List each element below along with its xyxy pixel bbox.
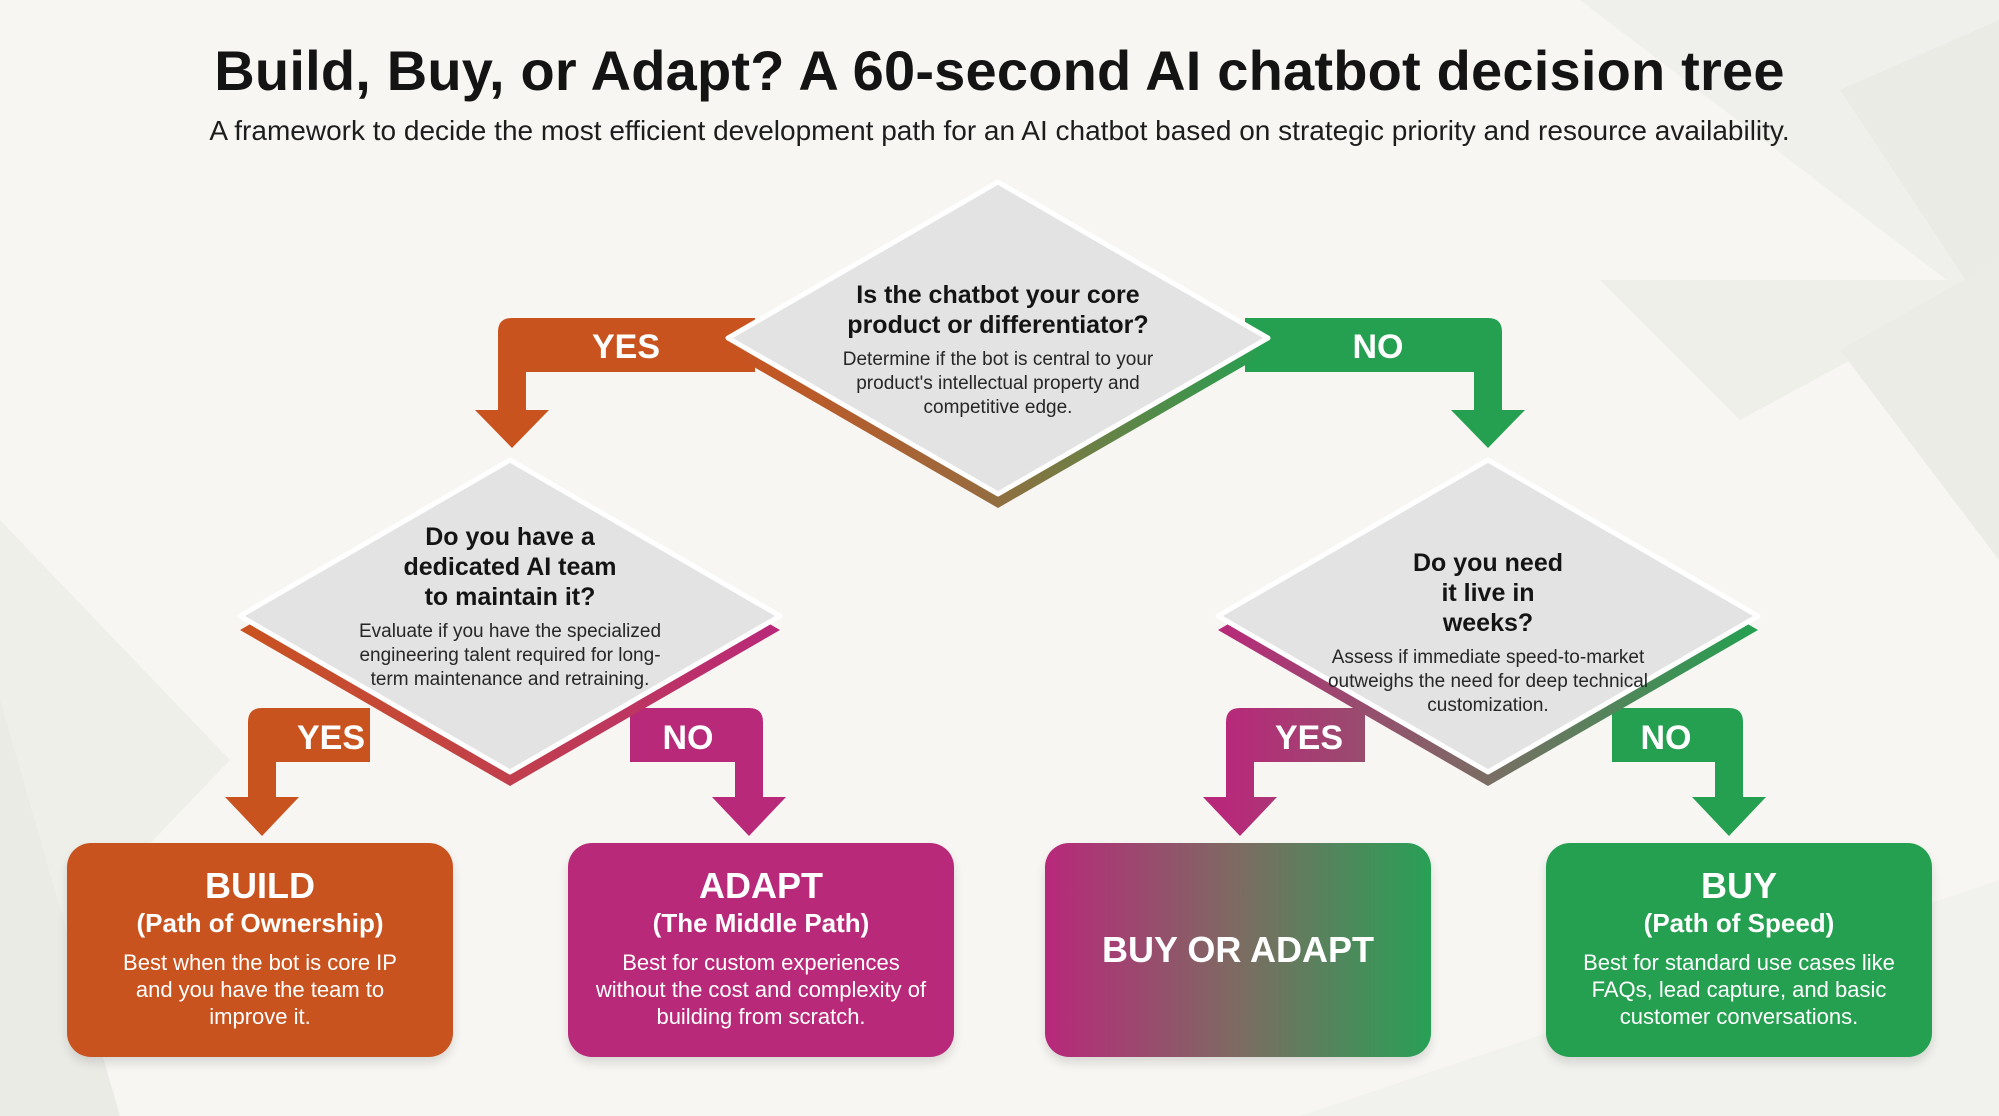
page-title: Build, Buy, or Adapt? A 60-second AI cha… xyxy=(214,39,1785,102)
decision-diamond-root xyxy=(725,179,1271,508)
page-subtitle: A framework to decide the most efficient… xyxy=(209,115,1790,146)
arrow-team-yes xyxy=(225,708,370,836)
outcome-buy-or-adapt: BUY OR ADAPT xyxy=(1045,843,1431,1057)
decision-root: Is the chatbot your core product or diff… xyxy=(810,280,1186,420)
outcome-buy-subtitle: (Path of Speed) xyxy=(1643,908,1835,938)
edge-label-root-yes: YES xyxy=(592,328,660,366)
outcome-buy: BUY (Path of Speed) Best for standard us… xyxy=(1546,843,1932,1057)
arrow-speed-no xyxy=(1612,708,1766,836)
outcome-buy-or-adapt-name: BUY OR ADAPT xyxy=(1101,929,1375,970)
decision-root-question: Is the chatbot your core product or diff… xyxy=(847,281,1149,339)
arrow-team-no xyxy=(630,708,786,836)
arrow-root-no xyxy=(1245,318,1525,448)
arrow-root-yes xyxy=(475,318,755,448)
outcome-build-description: Best when the bot is core IP and you hav… xyxy=(123,950,397,1029)
edge-label-speed-no: NO xyxy=(1641,719,1692,757)
decision-speed-question: Do you need it live in weeks? xyxy=(1412,549,1563,637)
decision-team-question: Do you have a dedicated AI team to maint… xyxy=(403,523,617,611)
outcome-adapt-description: Best for custom experiences without the … xyxy=(595,950,927,1029)
arrow-speed-yes xyxy=(1203,708,1365,836)
outcome-adapt-subtitle: (The Middle Path) xyxy=(652,908,870,938)
edge-label-team-yes: YES xyxy=(297,719,365,757)
decision-team: Do you have a dedicated AI team to maint… xyxy=(330,522,690,692)
decision-speed: Do you need it live in weeks? Assess if … xyxy=(1303,548,1673,718)
outcome-adapt: ADAPT (The Middle Path) Best for custom … xyxy=(568,843,954,1057)
decision-diamond-team xyxy=(237,457,783,786)
edge-label-team-no: NO xyxy=(663,719,714,757)
outcome-build: BUILD (Path of Ownership) Best when the … xyxy=(67,843,453,1057)
outcome-buy-name: BUY xyxy=(1700,865,1777,906)
decision-root-description: Determine if the bot is central to your … xyxy=(842,349,1154,418)
decision-team-description: Evaluate if you have the specialized eng… xyxy=(358,621,662,690)
edge-label-speed-yes: YES xyxy=(1275,719,1343,757)
edge-label-root-no: NO xyxy=(1353,328,1404,366)
decision-diamond-speed xyxy=(1215,457,1761,786)
outcome-adapt-name: ADAPT xyxy=(699,865,823,906)
outcome-buy-description: Best for standard use cases like FAQs, l… xyxy=(1583,950,1895,1029)
outcome-build-subtitle: (Path of Ownership) xyxy=(136,908,384,938)
outcome-build-name: BUILD xyxy=(205,865,315,906)
decision-speed-description: Assess if immediate speed-to-market outw… xyxy=(1327,647,1649,716)
